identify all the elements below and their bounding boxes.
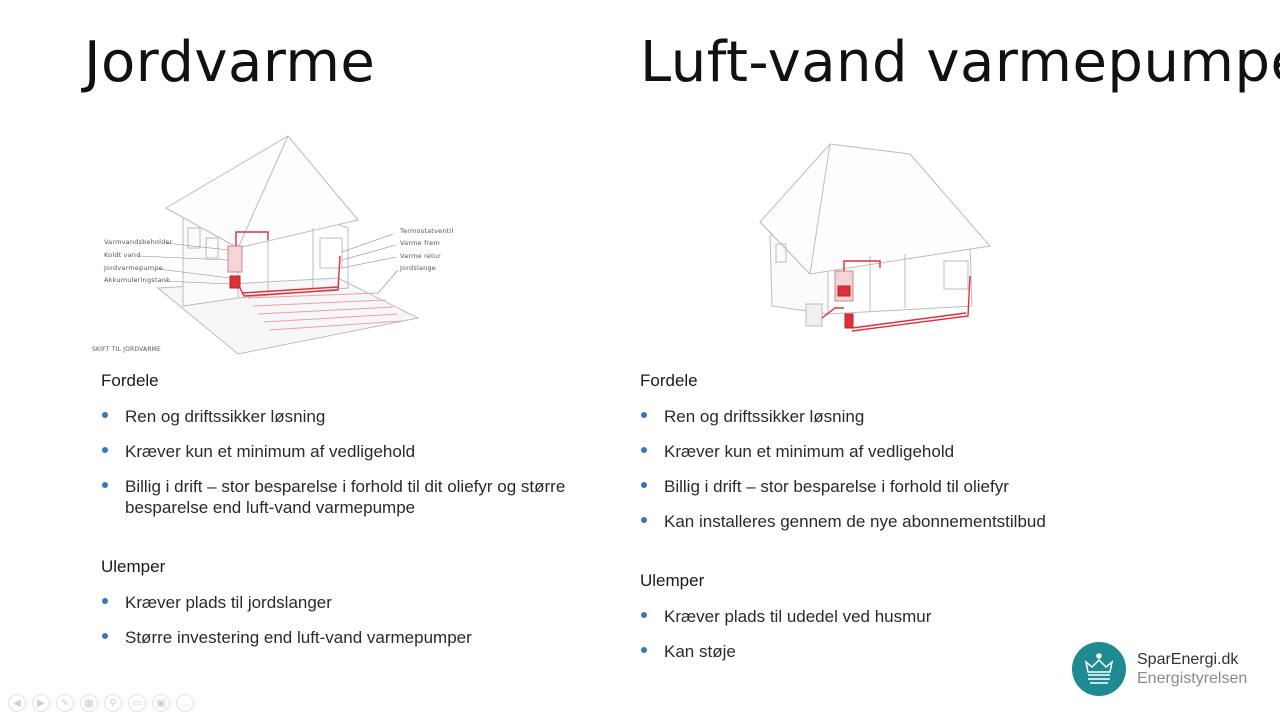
menu-icon[interactable]: ▦ bbox=[80, 694, 98, 712]
logo-name: SparEnergi.dk bbox=[1137, 651, 1239, 668]
label-koldt-vand: Koldt vand bbox=[104, 251, 141, 259]
jordvarme-pros-heading: Fordele bbox=[101, 371, 159, 390]
presentation-toolbar: ◀ ▶ ✎ ▦ ⚲ ▭ ▣ … bbox=[8, 694, 194, 714]
label-varme-retur: Varme retur bbox=[400, 252, 441, 260]
label-varmvandsbeholder: Varmvandsbeholder bbox=[104, 238, 173, 246]
list-item: Billig i drift – stor besparelse i forho… bbox=[101, 476, 595, 518]
jordvarme-house-illustration: Varmvandsbeholder Koldt vand Jordvarmepu… bbox=[88, 128, 453, 358]
label-varme-frem: Varme frem bbox=[400, 239, 441, 247]
luft-vand-cons-list: Kræver plads til udedel ved husmur Kan s… bbox=[640, 606, 1160, 662]
subtitles-icon[interactable]: ▣ bbox=[152, 694, 170, 712]
logo-sub: Energistyrelsen bbox=[1137, 670, 1248, 687]
luft-vand-cons-heading: Ulemper bbox=[640, 571, 705, 590]
list-item: Ren og driftssikker løsning bbox=[101, 406, 621, 427]
luft-vand-house-illustration bbox=[740, 136, 1000, 346]
back-icon[interactable]: ◀ bbox=[8, 694, 26, 712]
list-item: Kan installeres gennem de nye abonnement… bbox=[640, 511, 1160, 532]
list-item: Kræver plads til udedel ved husmur bbox=[640, 606, 1160, 627]
list-item: Ren og driftssikker løsning bbox=[640, 406, 1160, 427]
luft-vand-pros-list: Ren og driftssikker løsning Kræver kun e… bbox=[640, 406, 1160, 532]
forward-icon[interactable]: ▶ bbox=[32, 694, 50, 712]
list-item: Billig i drift – stor besparelse i forho… bbox=[640, 476, 1160, 497]
title-jordvarme: Jordvarme bbox=[84, 30, 376, 95]
jordvarme-column: Fordele Ren og driftssikker løsning Kræv… bbox=[101, 370, 621, 662]
illustration-caption: SKIFT TIL JORDVARME bbox=[92, 346, 162, 353]
sparenergi-logo: SparEnergi.dk Energistyrelsen bbox=[1072, 642, 1272, 698]
slides-icon[interactable]: ▭ bbox=[128, 694, 146, 712]
list-item: Kræver kun et minimum af vedligehold bbox=[640, 441, 1160, 462]
crown-icon bbox=[1072, 642, 1126, 696]
list-item: Kan støje bbox=[640, 641, 1160, 662]
luft-vand-pros-heading: Fordele bbox=[640, 371, 698, 390]
jordvarme-cons-heading: Ulemper bbox=[101, 557, 166, 576]
list-item: Kræver kun et minimum af vedligehold bbox=[101, 441, 621, 462]
luft-vand-column: Fordele Ren og driftssikker løsning Kræv… bbox=[640, 370, 1160, 676]
jordvarme-pros-list: Ren og driftssikker løsning Kræver kun e… bbox=[101, 406, 621, 518]
more-icon[interactable]: … bbox=[176, 694, 194, 712]
list-item: Større investering end luft-vand varmepu… bbox=[101, 627, 621, 648]
pen-icon[interactable]: ✎ bbox=[56, 694, 74, 712]
label-akkumuleringstank: Akkumuleringstank bbox=[104, 276, 171, 284]
title-luft-vand: Luft-vand varmepumpe bbox=[640, 30, 1280, 95]
label-jordvarmepumpe: Jordvarmepumpe bbox=[104, 264, 163, 272]
zoom-icon[interactable]: ⚲ bbox=[104, 694, 122, 712]
label-jordslange: Jordslange bbox=[400, 264, 436, 272]
list-item: Kræver plads til jordslanger bbox=[101, 592, 621, 613]
label-termostatventil: Termostatventil bbox=[400, 227, 454, 235]
jordvarme-cons-list: Kræver plads til jordslanger Større inve… bbox=[101, 592, 621, 648]
